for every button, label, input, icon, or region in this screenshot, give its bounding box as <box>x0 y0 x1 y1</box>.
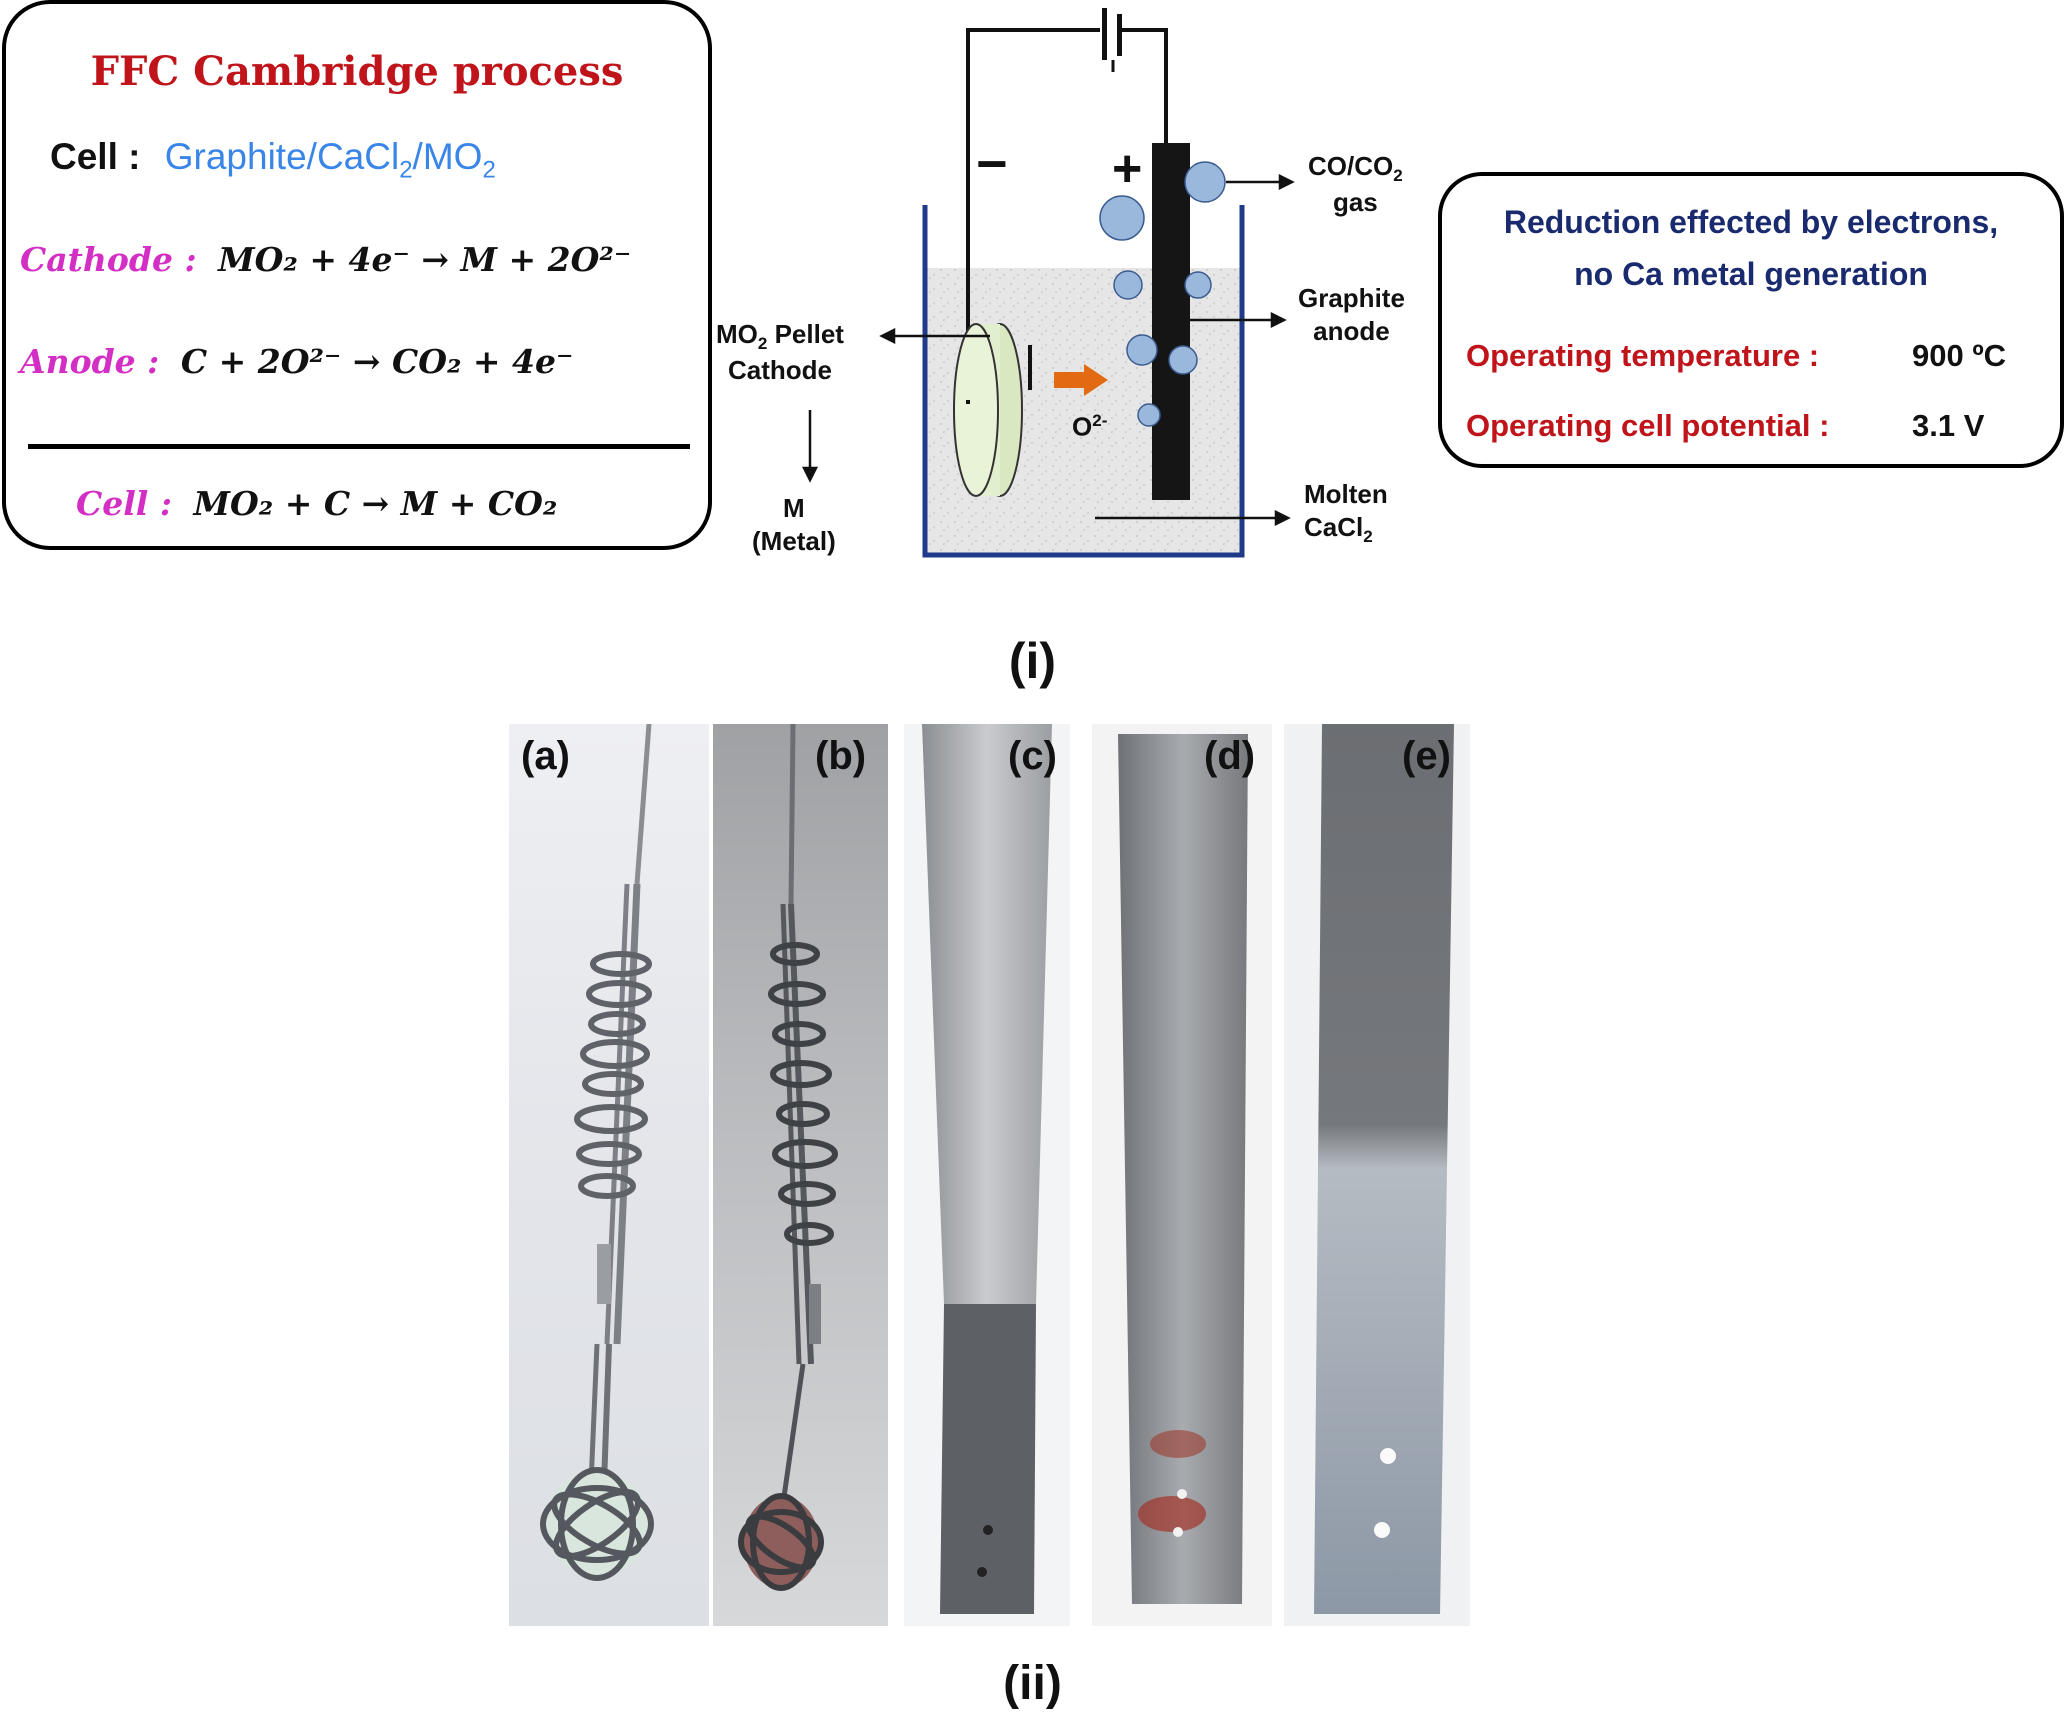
gas-bubbles <box>1099 161 1226 427</box>
electrolysis-cell-diagram: − + <box>801 8 1295 558</box>
equation-divider <box>28 444 690 449</box>
gas-label: CO/CO2 gas <box>1308 151 1403 218</box>
cathode-wire <box>966 28 1100 400</box>
anode-equation: Anode : C + 2O²⁻ → CO₂ + 4e⁻ <box>20 342 574 381</box>
photo-d-drawing <box>1118 734 1248 1604</box>
photo-a: (a) <box>509 724 709 1626</box>
photo-e-tag: (e) <box>1402 734 1451 778</box>
photo-c-tag: (c) <box>1008 734 1057 778</box>
reduction-note-line1: Reduction effected by electrons, <box>1503 204 1999 240</box>
operating-conditions-box: Reduction effected by electrons, no Ca m… <box>1438 172 2064 468</box>
cell-value: Graphite/CaCl2/MO2 <box>164 136 496 184</box>
pellet-face <box>953 323 999 497</box>
photo-e-drawing <box>1314 724 1454 1614</box>
photo-b: (b) <box>713 724 888 1626</box>
oxide-ion-label: O2- <box>1072 411 1108 442</box>
cell-label: Cell : <box>50 136 141 177</box>
photo-a-drawing <box>540 724 654 1581</box>
potential-label: Operating cell potential : <box>1466 408 1830 443</box>
ffc-title: FFC Cambridge process <box>90 48 624 95</box>
negative-terminal: − <box>976 134 1008 194</box>
photo-c: (c) <box>904 724 1070 1626</box>
battery-plate-short <box>1117 14 1122 56</box>
temperature-value: 900 ºC <box>1912 338 2007 373</box>
photo-d-tag: (d) <box>1204 734 1256 778</box>
oxide-ion-arrow <box>1054 364 1108 396</box>
photo-d: (d) <box>1092 724 1272 1626</box>
graphite-anode <box>1152 143 1190 500</box>
pellet-cathode-label: MO2 Pellet Cathode <box>716 319 844 386</box>
temperature-label: Operating temperature : <box>1466 338 1820 373</box>
crucible <box>922 205 1245 558</box>
ffc-process-box: FFC Cambridge process Cell : Graphite/Ca… <box>2 0 712 550</box>
photo-c-drawing <box>922 724 1052 1614</box>
photo-b-drawing <box>738 724 838 1591</box>
panel-label-ii: (ii) <box>1003 1657 1062 1710</box>
cell-line: Cell : Graphite/CaCl2/MO2 <box>50 136 496 184</box>
photo-b-tag: (b) <box>815 734 867 778</box>
positive-terminal: + <box>1112 140 1142 198</box>
graphite-anode-label: Graphite anode <box>1298 283 1405 346</box>
metal-label: M (Metal) <box>752 493 836 556</box>
photo-e: (e) <box>1284 724 1470 1626</box>
photo-a-tag: (a) <box>521 734 570 778</box>
potential-value: 3.1 V <box>1912 408 1985 443</box>
panel-label-i: (i) <box>1008 633 1057 689</box>
anode-wire <box>1120 28 1168 145</box>
reduction-note-line2: no Ca metal generation <box>1574 256 1928 292</box>
molten-cacl2-label: Molten CaCl2 <box>1304 479 1388 546</box>
cathode-equation: Cathode : MO₂ + 4e⁻ → M + 2O²⁻ <box>20 240 632 279</box>
battery-plate-long <box>1102 8 1107 60</box>
cell-equation: Cell : MO₂ + C → M + CO₂ <box>76 484 558 523</box>
